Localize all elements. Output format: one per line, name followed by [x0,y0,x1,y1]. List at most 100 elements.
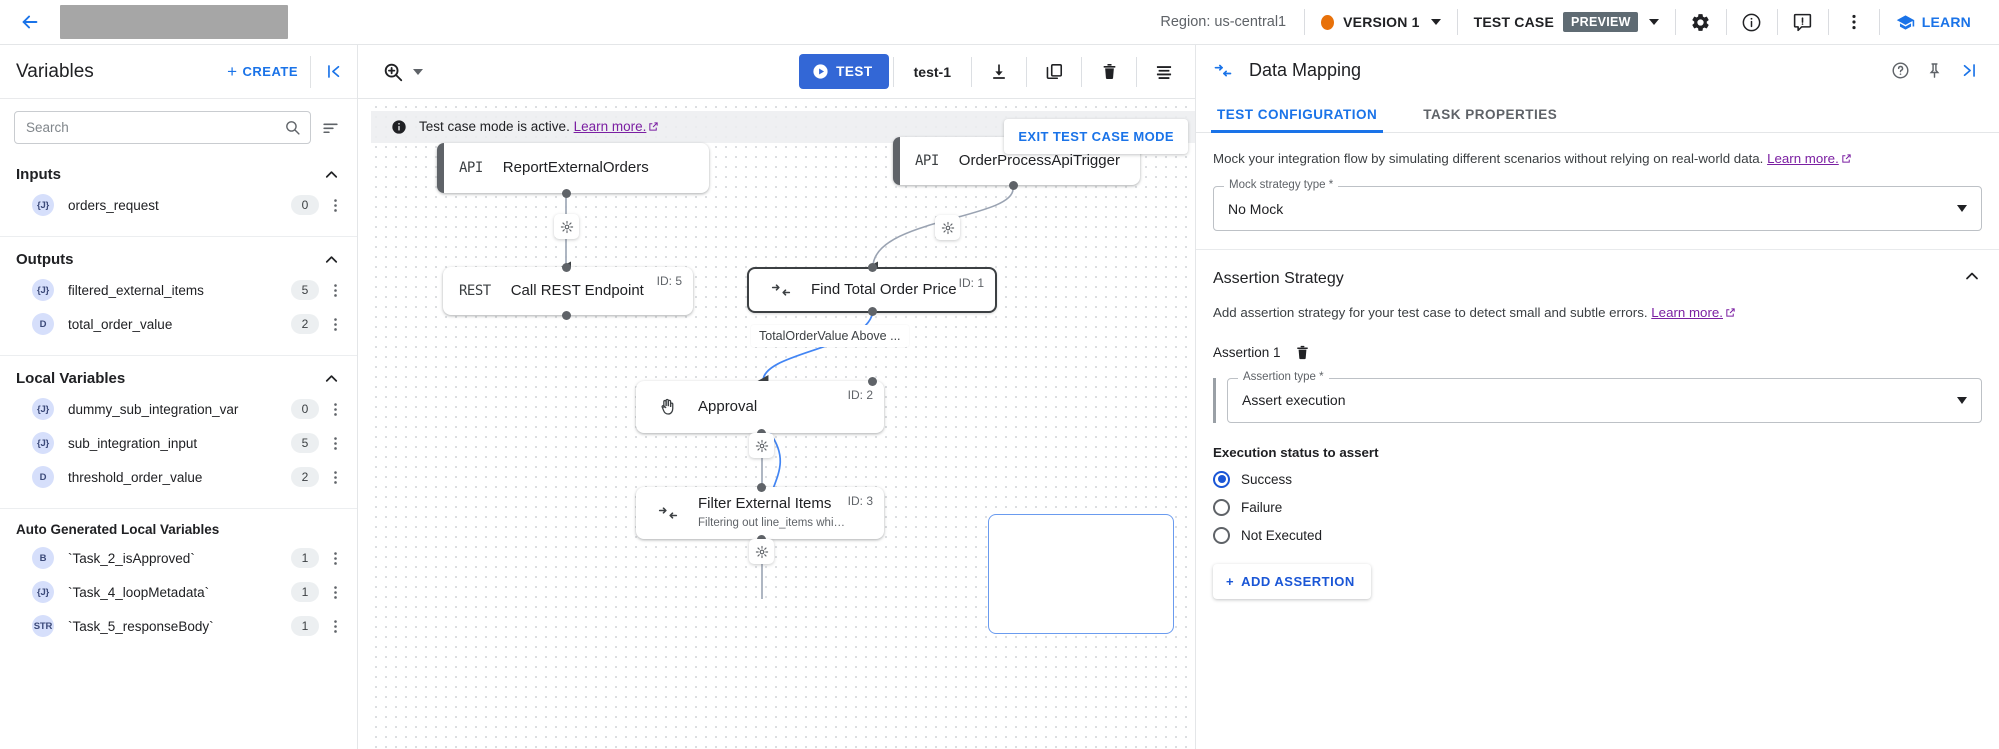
run-test-button[interactable]: TEST [799,54,889,89]
row-menu-button[interactable] [323,578,347,606]
radio-option-not-executed[interactable]: Not Executed [1213,526,1982,544]
row-menu-button[interactable] [323,463,347,491]
download-button[interactable] [976,50,1022,94]
list-item[interactable]: D threshold_order_value 2 [0,460,357,494]
mock-strategy-type-select[interactable]: Mock strategy type * No Mock [1213,179,1982,232]
node-port [757,483,766,492]
help-button[interactable] [1883,51,1917,91]
row-menu-button[interactable] [323,395,347,423]
delete-assertion-button[interactable] [1294,344,1311,361]
learn-button[interactable]: LEARN [1882,13,1989,32]
row-menu-button[interactable] [323,612,347,640]
back-button[interactable] [10,2,50,42]
node-call-rest-endpoint[interactable]: REST Call REST Endpoint ID: 5 [443,267,693,315]
search-input[interactable] [26,120,284,135]
duplicate-button[interactable] [1031,50,1077,94]
section-header-outputs[interactable]: Outputs [0,246,357,273]
variable-name: `Task_5_responseBody` [68,618,214,634]
edge-condition-label[interactable]: TotalOrderValue Above ... [751,325,909,347]
assertion-section-header[interactable]: Assertion Strategy [1213,266,1982,291]
node-body: Find Total Order Price [791,281,995,299]
list-item[interactable]: {J} dummy_sub_integration_var 0 [0,392,357,426]
collapse-sidebar-button[interactable] [311,62,357,81]
list-item[interactable]: STR `Task_5_responseBody` 1 [0,609,357,643]
row-menu-button[interactable] [323,429,347,457]
row-menu-button[interactable] [323,276,347,304]
section-header-local-variables[interactable]: Local Variables [0,365,357,392]
node-approval[interactable]: Approval ID: 2 [636,381,884,433]
section-inputs: Inputs {J} orders_request 0 [0,152,357,237]
edge-settings-button[interactable] [749,539,774,564]
logs-button[interactable] [1141,50,1187,94]
settings-button[interactable] [1678,0,1724,45]
variable-name: dummy_sub_integration_var [68,401,239,417]
section-header-auto-generated[interactable]: Auto Generated Local Variables [0,518,357,541]
node-id: ID: 1 [958,276,984,290]
delete-test-case-button[interactable] [1086,50,1132,94]
feedback-button[interactable] [1780,0,1826,45]
integration-canvas[interactable]: Test case mode is active. Learn more. EX… [358,99,1195,749]
more-vert-icon [333,402,337,416]
tab-task-properties[interactable]: TASK PROPERTIES [1423,107,1558,122]
radio-button[interactable] [1213,526,1230,544]
more-options-button[interactable] [1831,0,1877,45]
add-assertion-button[interactable]: + ADD ASSERTION [1213,563,1371,599]
section-outputs: Outputs {J} filtered_external_items 5 [0,237,357,356]
node-port [868,263,877,272]
radio-option-failure[interactable]: Failure [1213,498,1982,516]
variable-name: total_order_value [68,316,173,332]
node-body: OrderProcessApiTrigger [939,152,1140,170]
node-placeholder-outline[interactable] [988,514,1174,634]
node-title: ReportExternalOrders [502,159,649,176]
learn-label: LEARN [1921,14,1971,30]
chevron-down-icon [1957,205,1967,213]
mock-description: Mock your integration flow by simulating… [1213,149,1913,169]
variable-count: 2 [291,314,319,334]
edge-settings-button[interactable] [554,214,579,239]
radio-option-success[interactable]: Success [1213,470,1982,488]
assertion-type-select[interactable]: Assertion type * Assert execution [1227,370,1982,423]
sort-button[interactable] [317,113,343,143]
variable-type-badge: D [32,313,54,335]
list-item[interactable]: {J} filtered_external_items 5 [0,273,357,307]
tab-test-configuration[interactable]: TEST CONFIGURATION [1210,96,1384,133]
panel-content: Mock your integration flow by simulating… [1196,133,1999,749]
variable-name: sub_integration_input [68,435,198,451]
banner-learn-more-link[interactable]: Learn more. [573,119,647,134]
edge-settings-button[interactable] [935,215,960,240]
node-title: OrderProcessApiTrigger [958,152,1120,169]
assertion-learn-more-link[interactable]: Learn more. [1651,305,1723,321]
canvas-left-gutter [358,99,371,749]
node-filter-external-items[interactable]: Filter External Items Filtering out line… [636,487,884,539]
list-item[interactable]: B `Task_2_isApproved` 1 [0,541,357,575]
divider [1674,9,1676,35]
list-item[interactable]: D total_order_value 2 [0,307,357,341]
expand-panel-button[interactable] [1951,51,1985,91]
exit-test-case-mode-button[interactable]: EXIT TEST CASE MODE [1004,119,1188,154]
create-variable-button[interactable]: + CREATE [215,63,310,80]
list-item[interactable]: {J} `Task_4_loopMetadata` 1 [0,575,357,609]
zoom-control[interactable] [366,61,437,83]
edge-settings-button[interactable] [749,433,774,458]
info-button[interactable] [1729,0,1775,45]
list-item[interactable]: {J} orders_request 0 [0,188,357,222]
section-header-inputs[interactable]: Inputs [0,161,357,188]
node-port [868,307,877,316]
row-menu-button[interactable] [323,191,347,219]
list-item[interactable]: {J} sub_integration_input 5 [0,426,357,460]
row-menu-button[interactable] [323,544,347,572]
row-menu-button[interactable] [323,310,347,338]
version-selector[interactable]: VERSION 1 [1307,14,1455,30]
node-report-external-orders[interactable]: API ReportExternalOrders [437,143,709,193]
variable-count: 0 [291,399,319,419]
radio-button[interactable] [1213,470,1230,488]
mock-learn-more-link[interactable]: Learn more. [1767,151,1839,166]
edge-find-to-approval [757,308,874,387]
pin-button[interactable] [1917,51,1951,91]
radio-button[interactable] [1213,498,1230,516]
chevron-up-icon [1962,266,1982,291]
search-box[interactable] [14,111,311,144]
banner-message: Test case mode is active. [419,119,570,134]
test-case-name[interactable]: test-1 [913,63,951,80]
test-case-selector[interactable]: TEST CASE PREVIEW [1460,12,1673,32]
